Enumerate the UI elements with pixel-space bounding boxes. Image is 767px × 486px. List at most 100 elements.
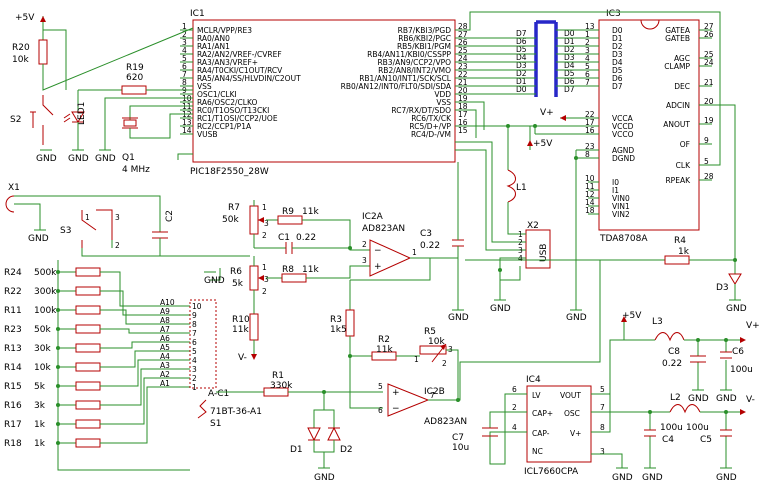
- s2-ref: S2: [10, 115, 21, 125]
- ic1-pin-name: OSC1/CLKI: [197, 90, 237, 99]
- ladder-val: 500k: [34, 268, 57, 278]
- ladder-ref: R24: [4, 268, 22, 278]
- ic4-pin-capplus: CAP+: [532, 409, 553, 418]
- ic3-pin-num: 13: [585, 22, 595, 31]
- ladder-pin: 7: [192, 329, 197, 338]
- bus-label: D3: [564, 53, 575, 62]
- ic3-pin-num: 16: [585, 126, 595, 135]
- ic1-pin-name: RA0/AN0: [197, 34, 230, 43]
- gnd-usb: GND: [490, 304, 511, 314]
- ic3-pin-num: 4: [585, 54, 590, 63]
- ladder-tap: A5: [160, 343, 170, 352]
- ic1-pin-name: RB6/KBI2/PGC: [398, 34, 451, 43]
- ic1-pin-num: 2: [182, 30, 187, 39]
- bus-label: D4: [564, 61, 575, 70]
- protection-section: R1 330k D1 D2 GND: [216, 371, 383, 483]
- svg-text:3: 3: [600, 447, 605, 456]
- ic3-pin-num: 9: [704, 136, 709, 145]
- gnd-d3: GND: [726, 304, 747, 314]
- ladder-tap: A4: [160, 352, 170, 361]
- l2-ref: L2: [670, 393, 681, 403]
- ic3-pin-num: 22: [585, 110, 595, 119]
- ladder-val: 5k: [34, 382, 46, 392]
- gnd-vss: GND: [95, 154, 116, 164]
- svg-text:−: −: [392, 404, 400, 414]
- c5-val: 100u: [686, 423, 709, 433]
- ladder-pin: 10: [192, 302, 202, 311]
- bus-label: D4: [516, 53, 527, 62]
- ic1-pin-name: RB4/AN11/KBI0/CSSPP: [367, 50, 451, 59]
- ic3-pin-num: 17: [585, 118, 595, 127]
- r2-val: 11k: [376, 345, 393, 355]
- ladder-tap: A6: [160, 334, 170, 343]
- ic3-pin-num: 6: [585, 70, 590, 79]
- ladder-pin: 4: [192, 356, 197, 365]
- bus-label: D1: [564, 37, 575, 46]
- ic3-pin-name: VCCO: [612, 130, 634, 139]
- ic3-power-wires: V+ +5V GND: [506, 104, 736, 323]
- ic1-pin-name: MCLR/VPP/RE3: [197, 26, 252, 35]
- q1-ref: Q1: [122, 153, 135, 163]
- c7-val: 10u: [452, 443, 469, 453]
- bus-label: D3: [516, 61, 527, 70]
- ic3-pin-name: D6: [612, 74, 623, 83]
- ic2a-ref: IC2A: [362, 212, 384, 222]
- ic1-pin-name: RC4/D-/VM: [411, 130, 451, 139]
- p5v-label-1: +5V: [15, 13, 35, 23]
- r20-ref: R20: [12, 43, 30, 53]
- ic3-pin-num: 25: [704, 50, 714, 59]
- r7-ref: R7: [228, 203, 240, 213]
- ladder-val: 30k: [34, 344, 51, 354]
- ladder-ref: R14: [4, 363, 22, 373]
- svg-text:−: −: [374, 246, 382, 256]
- q1-val: 4 MHz: [122, 165, 150, 175]
- ic2b-pin-out: 7: [430, 391, 435, 400]
- ic3-pin-name: RPEAK: [665, 176, 691, 185]
- svg-text:5: 5: [600, 385, 605, 394]
- ic4-symbol: IC4 ICL7660CPA LV CAP+ CAP- NC VOUT OSC …: [452, 339, 655, 483]
- ic1-pin-name: RC1/T1OSI/CCP2/UOE: [197, 114, 278, 123]
- ic1-pin-name: VDD: [434, 90, 451, 99]
- ic3-pin-name: D2: [612, 42, 623, 51]
- ic2a-part: AD823AN: [362, 224, 405, 234]
- ic3-pin-name: D4: [612, 58, 623, 67]
- ladder-tap: A8: [160, 316, 170, 325]
- ic1-pin-name: VSS: [436, 98, 451, 107]
- bus-label: D2: [564, 45, 575, 54]
- ic2b-part: AD823AN: [424, 417, 467, 427]
- ic3-pin-name: DEC: [674, 82, 690, 91]
- svg-text:3: 3: [115, 213, 120, 222]
- ic1-ref: IC1: [190, 9, 205, 19]
- ic1-pin-name: RB7/KBI3/PGD: [398, 26, 452, 35]
- ladder-ref: R23: [4, 325, 22, 335]
- ladder-tap: A3: [160, 361, 170, 370]
- vminus-label-1: V-: [238, 353, 247, 363]
- ic3-pin-num: 1: [585, 30, 590, 39]
- ic1-pin-num: 20: [458, 86, 468, 95]
- ladder-val: 10k: [34, 363, 51, 373]
- ic3-pin-name: I1: [612, 186, 619, 195]
- ic4-pin-osc: OSC: [564, 409, 580, 418]
- ic1-pin-name: RB1/AN10/INT1/SCK/SCL: [359, 74, 452, 83]
- ic1-pin-name: RB5/KBI1/PGM: [397, 42, 451, 51]
- ic3-pin-num: 20: [704, 97, 714, 106]
- ic3-pin-num: 11: [585, 182, 595, 191]
- ic1-pin-name: RC2/CCP1/P1A: [197, 122, 252, 131]
- ic1-pin-num: 13: [182, 118, 192, 127]
- l3-ref: L3: [652, 317, 663, 327]
- ic1-pin-name: RC6/TX/CK: [411, 114, 452, 123]
- ic3-pin-num: 10: [585, 174, 595, 183]
- ic2a-pin-out: 1: [412, 248, 417, 257]
- r3-val: 1k5: [330, 325, 347, 335]
- r6-val: 5k: [232, 279, 244, 289]
- svg-text:2: 2: [262, 231, 267, 240]
- ic1-pin-name: RB2/AN8/INT2/VMO: [378, 66, 451, 75]
- ladder-pin: 5: [192, 347, 197, 356]
- d3-ref: D3: [716, 283, 729, 293]
- svg-text:7: 7: [600, 403, 605, 412]
- ladder-val: 1k: [34, 439, 46, 449]
- ic3-pin-name: D7: [612, 82, 623, 91]
